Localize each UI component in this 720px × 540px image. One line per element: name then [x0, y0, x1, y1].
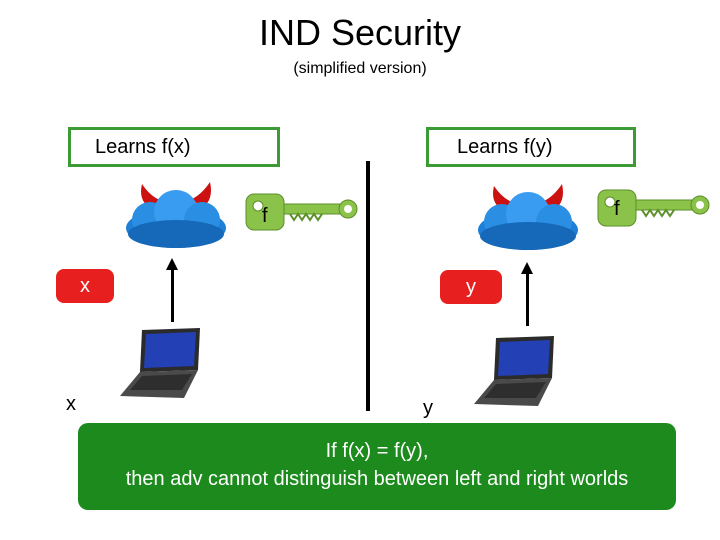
right-input-label: y	[466, 276, 476, 298]
right-key-label: f	[614, 198, 620, 220]
arrow-up-icon	[521, 262, 533, 274]
laptop-icon	[474, 336, 554, 406]
page-title: IND Security	[258, 12, 462, 53]
banner-line-2: then adv cannot distinguish between left…	[125, 468, 629, 490]
left-input-box: x	[56, 269, 114, 303]
right-arrow-line	[526, 272, 529, 326]
devil-cloud-icon	[478, 184, 578, 250]
page-subtitle: (simplified version)	[293, 60, 427, 77]
banner-line-1: If f(x) = f(y),	[325, 440, 429, 462]
laptop-icon	[120, 328, 200, 398]
left-input-label: x	[80, 275, 90, 297]
left-arrow-line	[171, 268, 174, 322]
left-learns-label: Learns f(x)	[95, 136, 191, 158]
key-icon	[597, 189, 710, 227]
right-laptop-label: y	[423, 397, 433, 419]
right-input-box: y	[440, 270, 502, 304]
world-divider	[366, 161, 370, 411]
key-icon	[245, 193, 358, 231]
right-learns-box: Learns f(y)	[426, 127, 636, 167]
left-laptop-label: x	[66, 393, 76, 415]
arrow-up-icon	[166, 258, 178, 270]
right-learns-label: Learns f(y)	[457, 136, 553, 158]
left-key-label: f	[262, 205, 268, 227]
left-learns-box: Learns f(x)	[68, 127, 280, 167]
conclusion-banner: If f(x) = f(y), then adv cannot distingu…	[78, 423, 676, 510]
devil-cloud-icon	[126, 182, 226, 248]
